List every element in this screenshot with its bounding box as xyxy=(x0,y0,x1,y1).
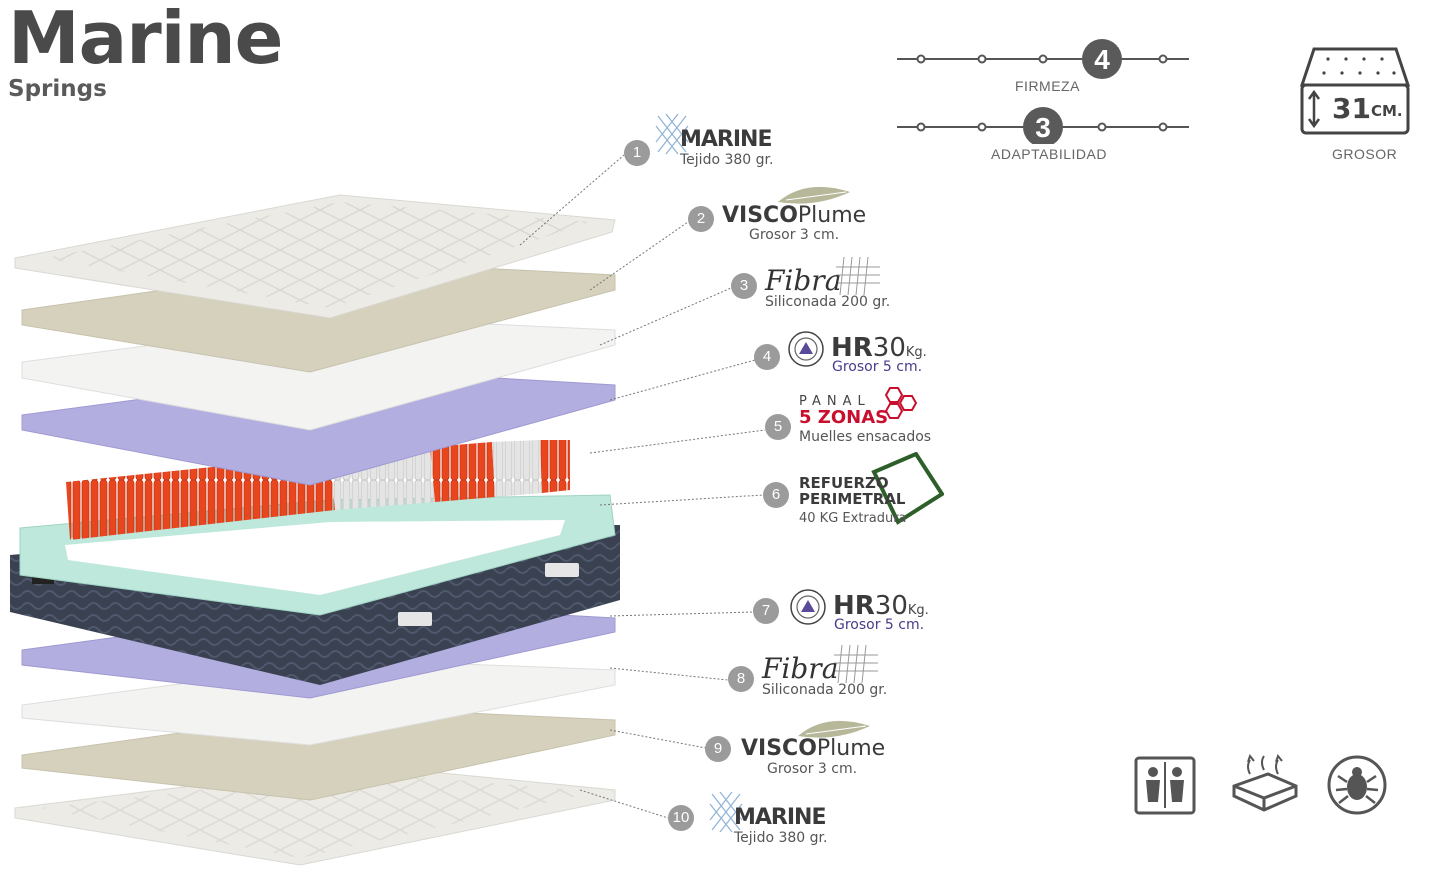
handle-icon xyxy=(545,563,579,577)
thickness-label: GROSOR xyxy=(1332,146,1398,162)
layer-4-title: HR30Kg. xyxy=(831,334,927,367)
layer-10-subtitle: Tejido 380 gr. xyxy=(734,830,828,846)
brand-subtitle: Springs xyxy=(8,76,107,102)
layer-10-fabric xyxy=(14,764,616,866)
layer-5-subtitle: Muelles ensacados xyxy=(799,429,932,445)
layer-2-title: VISCOPlume xyxy=(722,204,866,228)
breathable-icon xyxy=(1232,753,1298,812)
fiber-grid-icon xyxy=(836,256,880,296)
adaptabilidad-label: ADAPTABILIDAD xyxy=(991,146,1107,162)
mesh-fabric-icon xyxy=(655,113,689,155)
fiber-grid-icon xyxy=(834,644,878,684)
adaptabilidad-step-dot xyxy=(1158,122,1168,132)
brand-title: Marine xyxy=(8,0,284,80)
mattress-thickness-icon xyxy=(1299,47,1411,135)
leader-lines xyxy=(519,154,766,819)
layer-number-6: 6 xyxy=(763,482,789,508)
firmeza-step-dot xyxy=(977,54,987,64)
firmeza-step-dot xyxy=(1038,54,1048,64)
layer-4-title-num: 30 xyxy=(872,333,906,363)
hr-foam-icon xyxy=(788,331,824,367)
layer-6-subtitle: 40 KG Extradura xyxy=(799,511,907,526)
firmeza-step-dot xyxy=(1158,54,1168,64)
firmeza-step-dot xyxy=(916,54,926,64)
layer-7-title: HR30Kg. xyxy=(833,592,929,625)
layer-7-subtitle: Grosor 5 cm. xyxy=(834,617,925,633)
adaptabilidad-value: 3 xyxy=(1035,112,1051,143)
layer-4-title-hr: HR xyxy=(831,333,873,363)
firmeza-scale: 4 xyxy=(897,39,1189,79)
hr-foam-icon xyxy=(790,589,826,625)
perimeter-frame-icon xyxy=(871,452,944,525)
layer-7-title-unit: Kg. xyxy=(907,603,929,618)
firmeza-value: 4 xyxy=(1094,44,1110,75)
layer-2-title-b: Plume xyxy=(797,203,867,228)
adaptabilidad-marker xyxy=(1023,107,1063,144)
layer-3-subtitle: Siliconada 200 gr. xyxy=(765,294,891,310)
layer-1-subtitle: Tejido 380 gr. xyxy=(680,152,774,168)
layer-number-1: 1 xyxy=(624,140,650,166)
layer-number-8: 8 xyxy=(728,666,754,692)
adaptabilidad-step-dot xyxy=(977,122,987,132)
layer-number-2: 2 xyxy=(688,206,714,232)
layer-2-subtitle: Grosor 3 cm. xyxy=(749,227,840,243)
layer-6-title-b: PERIMETRAL xyxy=(799,490,906,508)
layer-8-title: Fibra xyxy=(762,652,839,685)
honeycomb-icon xyxy=(884,387,918,419)
layer-number-5: 5 xyxy=(765,414,791,440)
layer-9-title-b: Plume xyxy=(816,736,886,761)
anti-mite-icon xyxy=(1327,755,1387,815)
layer-10-title: MARINE xyxy=(734,805,826,830)
layer-6-title-a: REFUERZO xyxy=(799,474,889,492)
layer-9-title: VISCOPlume xyxy=(741,737,885,761)
layer-number-9: 9 xyxy=(705,736,731,762)
adaptabilidad-step-dot xyxy=(1097,122,1107,132)
rating-scales: 4 3 xyxy=(897,39,1189,144)
layer-number-10: 10 xyxy=(668,805,694,831)
layer-7-title-hr: HR xyxy=(833,591,875,621)
layer-4-subtitle: Grosor 5 cm. xyxy=(832,359,923,375)
thickness-value: 31 xyxy=(1332,92,1371,125)
feather-icon xyxy=(778,186,850,204)
layer-2-title-a: VISCO xyxy=(722,203,798,228)
layer-1-fabric xyxy=(14,194,616,319)
handle-icon xyxy=(398,612,432,626)
mesh-fabric-icon xyxy=(709,791,743,833)
layer-number-3: 3 xyxy=(731,273,757,299)
layer-9-title-a: VISCO xyxy=(741,736,817,761)
layer-3-title: Fibra xyxy=(765,264,842,297)
layer-number-7: 7 xyxy=(753,598,779,624)
firmeza-marker xyxy=(1082,39,1122,79)
layer-4-title-unit: Kg. xyxy=(905,345,927,360)
layer-5-title-top: PANAL xyxy=(799,394,871,409)
layer-5-title: 5 ZONAS xyxy=(799,407,889,428)
layer-9-subtitle: Grosor 3 cm. xyxy=(767,761,858,777)
layer-7-title-num: 30 xyxy=(874,591,908,621)
layer-1-title: MARINE xyxy=(680,127,772,152)
layer-number-4: 4 xyxy=(754,344,780,370)
adaptabilidad-scale: 3 xyxy=(897,107,1189,144)
layer-8-subtitle: Siliconada 200 gr. xyxy=(762,682,888,698)
thickness-unit: CM. xyxy=(1371,102,1403,120)
adaptabilidad-step-dot xyxy=(916,122,926,132)
feather-icon xyxy=(798,720,870,738)
firmeza-label: FIRMEZA xyxy=(1015,78,1080,94)
double-bed-icon xyxy=(1134,756,1196,815)
